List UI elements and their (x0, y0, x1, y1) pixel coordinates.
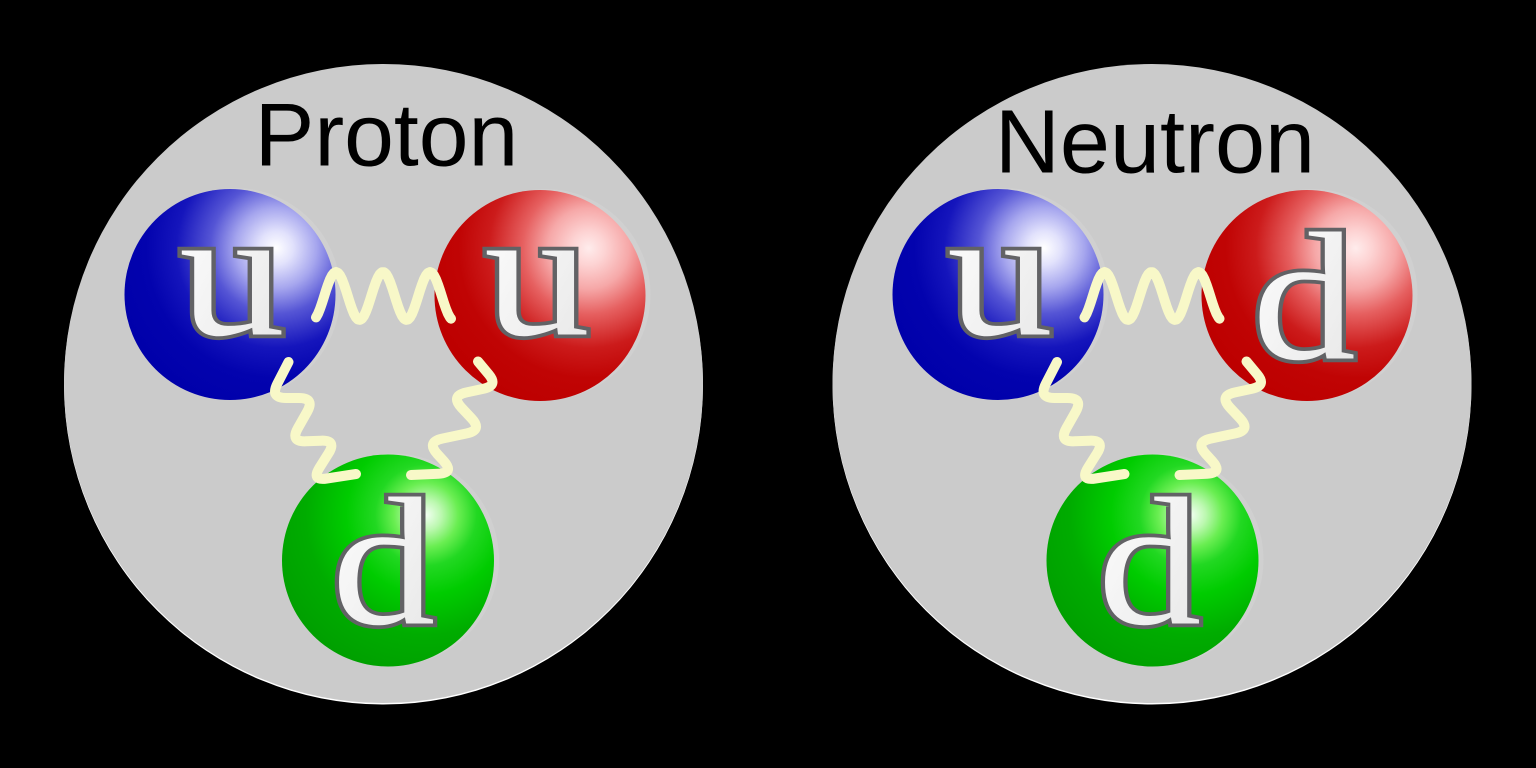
svg-text:u: u (179, 172, 285, 375)
svg-text:d: d (1098, 461, 1202, 664)
svg-text:Neutron: Neutron (995, 93, 1315, 193)
svg-text:Proton: Proton (255, 85, 519, 185)
svg-text:d: d (1252, 196, 1356, 399)
svg-text:u: u (484, 172, 590, 375)
svg-text:u: u (947, 172, 1053, 375)
svg-text:d: d (332, 461, 436, 664)
